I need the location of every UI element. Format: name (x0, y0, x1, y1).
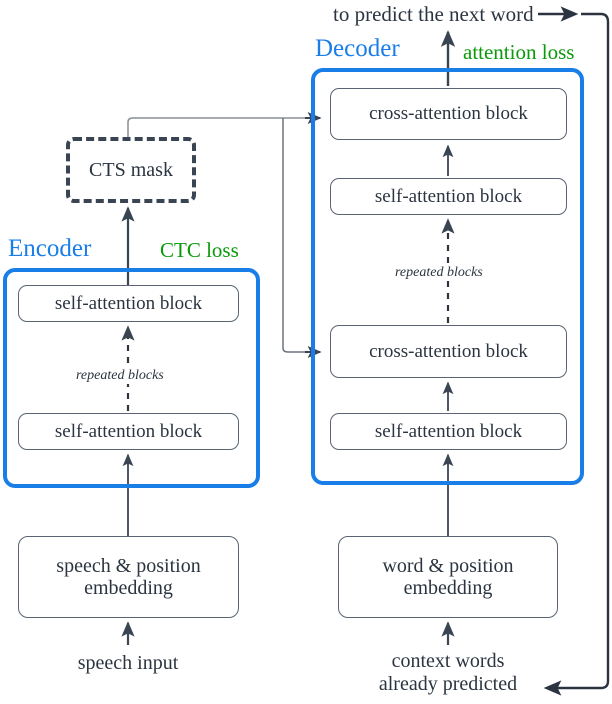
decoder-attention-loss-label: attention loss (463, 40, 575, 64)
word-position-embedding[interactable]: word & position embedding (338, 536, 558, 618)
speech-input-caption: speech input (77, 652, 179, 674)
prediction-caption: to predict the next word (333, 2, 534, 26)
context-words-caption: context words already predicted (378, 650, 518, 695)
decoder-block-self-attention-upper[interactable]: self-attention block (330, 178, 567, 215)
encoder-ctc-loss-label: CTC loss (160, 238, 239, 262)
cts-mask-block[interactable]: CTS mask (66, 137, 196, 203)
speech-position-embedding[interactable]: speech & position embedding (18, 536, 239, 618)
encoder-block-self-attention-top[interactable]: self-attention block (18, 285, 239, 322)
encoder-group-box (3, 268, 260, 488)
decoder-block-cross-attention-top[interactable]: cross-attention block (330, 88, 567, 140)
decoder-block-self-attention-bottom[interactable]: self-attention block (330, 413, 567, 450)
encoder-block-self-attention-bottom[interactable]: self-attention block (18, 413, 239, 450)
encoder-group-label: Encoder (8, 235, 92, 262)
decoder-block-cross-attention-lower[interactable]: cross-attention block (330, 325, 567, 378)
encoder-repeated-blocks-note: repeated blocks (73, 368, 167, 384)
decoder-repeated-blocks-note: repeated blocks (392, 265, 486, 281)
decoder-group-box (311, 68, 584, 485)
decoder-group-label: Decoder (315, 35, 400, 62)
